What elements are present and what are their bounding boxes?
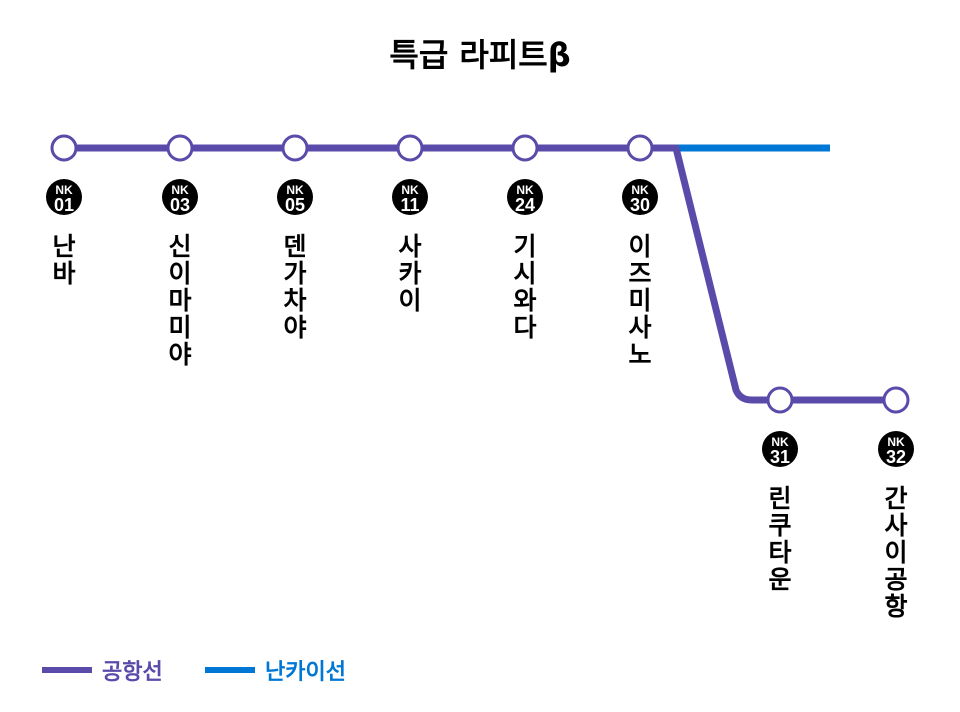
station-code-prefix: NK bbox=[171, 183, 189, 197]
station-marker bbox=[50, 134, 78, 162]
station-code-badge bbox=[277, 179, 313, 215]
station-code-badge bbox=[762, 431, 798, 467]
legend-label-airport-line: 공항선 bbox=[102, 660, 163, 685]
station-marker bbox=[166, 134, 194, 162]
station-marker bbox=[882, 386, 910, 414]
station-code-number: 11 bbox=[400, 195, 419, 215]
legend-label-nankai-line: 난카이선 bbox=[265, 660, 346, 685]
station-code-badge bbox=[878, 431, 914, 467]
station-code-number: 32 bbox=[886, 447, 906, 467]
airport-line-path bbox=[64, 144, 896, 404]
station-code-number: 01 bbox=[54, 195, 74, 215]
station-marker bbox=[281, 134, 309, 162]
station-code-number: 31 bbox=[770, 447, 790, 467]
station-marker bbox=[511, 134, 539, 162]
station-code-number: 24 bbox=[515, 195, 535, 215]
station-code-prefix: NK bbox=[887, 435, 905, 449]
station-code-prefix: NK bbox=[401, 183, 419, 197]
station-marker bbox=[626, 134, 654, 162]
legend-item-airport-line: 공항선 bbox=[42, 655, 163, 685]
station-code-badge bbox=[507, 179, 543, 215]
station-code-prefix: NK bbox=[771, 435, 789, 449]
station-marker bbox=[766, 386, 794, 414]
station-code-prefix: NK bbox=[516, 183, 534, 197]
station-code-number: 05 bbox=[285, 195, 305, 215]
station-code-prefix: NK bbox=[631, 183, 649, 197]
diagram-title: 특급 라피트β bbox=[389, 36, 571, 74]
station-code-number: 30 bbox=[630, 195, 650, 215]
legend-item-nankai-line: 난카이선 bbox=[205, 655, 346, 685]
legend-swatch-airport-line bbox=[42, 667, 92, 673]
station-marker bbox=[396, 134, 424, 162]
station-code-badge bbox=[46, 179, 82, 215]
station-code-badge bbox=[392, 179, 428, 215]
station-code-prefix: NK bbox=[55, 183, 73, 197]
station-code-number: 03 bbox=[170, 195, 190, 215]
station-code-badge bbox=[162, 179, 198, 215]
station-code-prefix: NK bbox=[286, 183, 304, 197]
legend-swatch-nankai-line bbox=[205, 667, 255, 673]
station-code-badge bbox=[622, 179, 658, 215]
